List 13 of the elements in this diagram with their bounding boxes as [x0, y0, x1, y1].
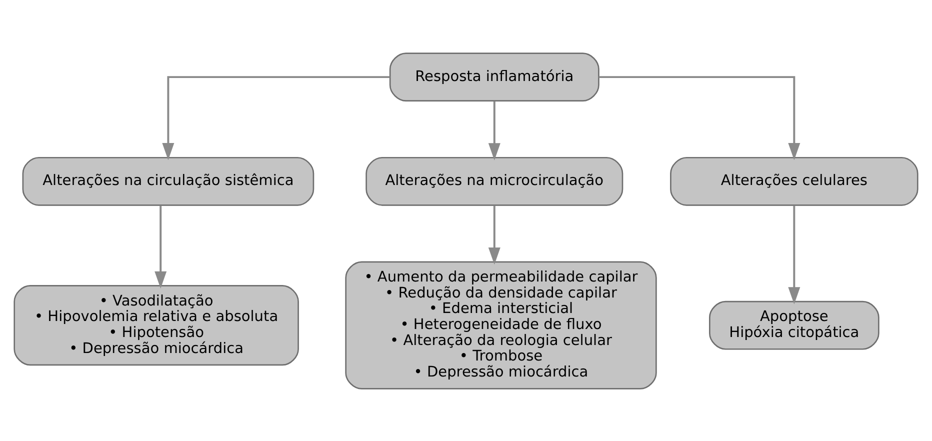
node-box: Apoptose Hipóxia citopática: [709, 300, 880, 350]
node-box: • Vasodilatação • Hipovolemia relativa e absoluta • Hipotensão • Depressão miocárdica: [14, 284, 299, 366]
arrow: [488, 205, 500, 264]
arrow: [162, 76, 390, 160]
node-box: Alterações na circulação sistêmica: [22, 156, 314, 206]
node-box: • Aumento da permeabilidade capilar • Redução da densidade capilar • Edema intersticial • Heterogeneidade de fluxo • Alteração da reologia celular • Trombose • Depressão miocárdica: [345, 260, 657, 389]
arrow: [598, 76, 800, 160]
arrow: [154, 205, 167, 288]
arrow: [788, 205, 800, 304]
node-box: Resposta inflamatória: [389, 52, 600, 101]
arrow: [488, 100, 500, 160]
node-box: Alterações celulares: [670, 156, 918, 206]
node-box: Alterações na microcirculação: [366, 156, 624, 206]
